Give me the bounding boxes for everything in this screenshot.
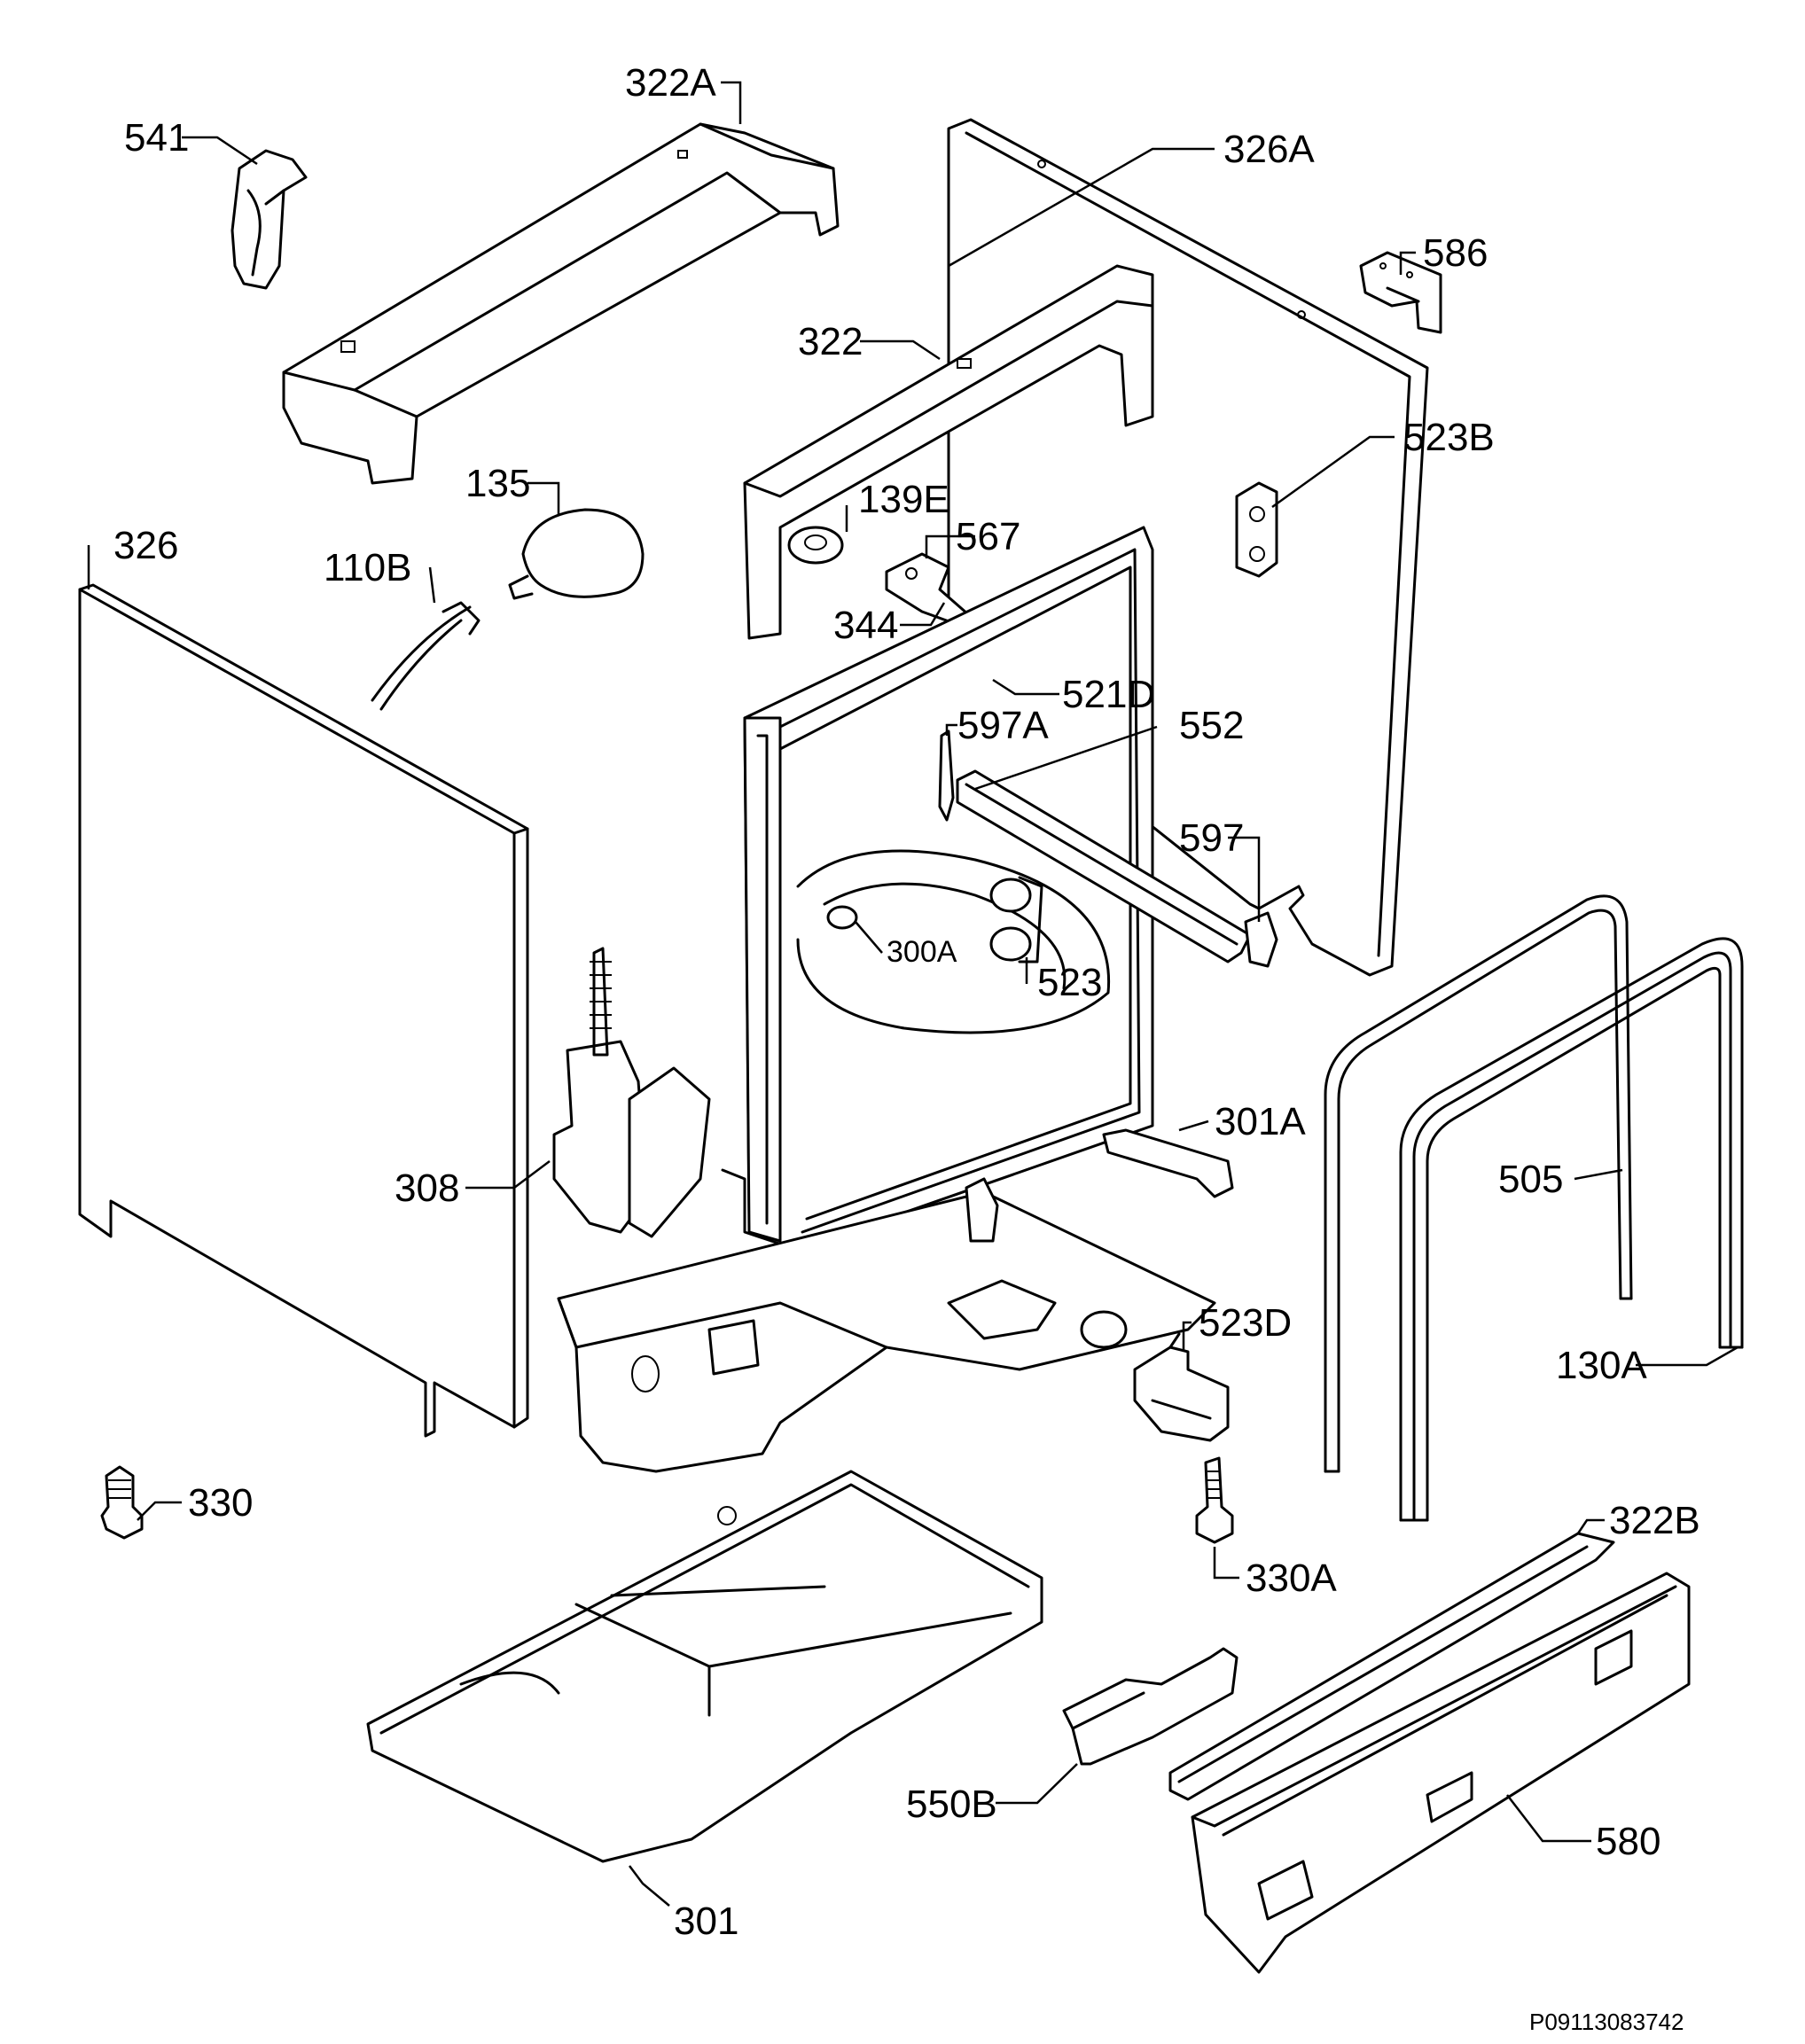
part-523b-bushing [1235, 481, 1278, 578]
part-541-clip [231, 149, 308, 290]
label-130a: 130A [1556, 1344, 1647, 1387]
part-322-top-frame [743, 264, 1154, 640]
label-308: 308 [395, 1166, 459, 1210]
label-580: 580 [1596, 1820, 1660, 1863]
part-301a-handle [1102, 1128, 1234, 1198]
part-300a-nut [826, 905, 858, 930]
part-580-kickplate [1191, 1572, 1691, 1974]
tub-assembly [721, 526, 1154, 1252]
label-301: 301 [674, 1900, 738, 1943]
label-326a: 326A [1223, 128, 1315, 171]
part-130a-gasket [1399, 937, 1744, 1522]
part-labels: 541 322A 326A 586 322 523B 135 139E 567 … [113, 61, 1700, 2035]
label-597a: 597A [957, 704, 1049, 747]
part-523-valves [989, 876, 1043, 963]
label-330: 330 [188, 1481, 253, 1525]
part-326-side-panel [78, 583, 529, 1438]
label-322: 322 [798, 320, 863, 363]
leader-lines [87, 81, 1739, 1907]
part-308-hinge [552, 947, 711, 1238]
part-301-base-plate [366, 1470, 1043, 1863]
label-110b: 110B [324, 546, 412, 589]
part-330a-foot [1195, 1456, 1234, 1544]
label-541: 541 [124, 116, 189, 160]
label-567: 567 [956, 515, 1020, 558]
part-552-rail [938, 729, 1278, 968]
label-523b: 523B [1403, 416, 1495, 459]
label-597: 597 [1179, 816, 1244, 860]
reference-code: P09113083742 [1529, 2009, 1684, 2035]
label-344: 344 [833, 604, 898, 647]
label-552: 552 [1179, 704, 1244, 747]
label-301a: 301A [1215, 1100, 1306, 1143]
part-586-bracket [1359, 251, 1442, 334]
label-521d: 521D [1062, 673, 1155, 716]
label-300a: 300A [887, 935, 957, 969]
label-139e: 139E [858, 478, 949, 521]
part-110b-hose [371, 601, 481, 711]
label-322a: 322A [625, 61, 716, 105]
label-505: 505 [1498, 1158, 1563, 1201]
part-523d-bracket [1133, 1332, 1230, 1442]
label-523: 523 [1037, 961, 1102, 1004]
part-550b-bracket [1062, 1647, 1238, 1766]
label-586: 586 [1423, 231, 1488, 275]
label-135: 135 [465, 462, 530, 505]
part-505-gasket [1324, 894, 1633, 1473]
label-330a: 330A [1246, 1556, 1337, 1600]
label-523d: 523D [1199, 1301, 1292, 1345]
part-139e-spray-head [787, 526, 844, 565]
base-frame [557, 1177, 1216, 1473]
part-135-dispenser [508, 508, 645, 600]
part-330-foot [100, 1465, 144, 1540]
part-322a-top-rail [282, 122, 840, 485]
label-550b: 550B [906, 1783, 997, 1826]
label-322b: 322B [1609, 1499, 1700, 1542]
label-326: 326 [113, 524, 178, 567]
